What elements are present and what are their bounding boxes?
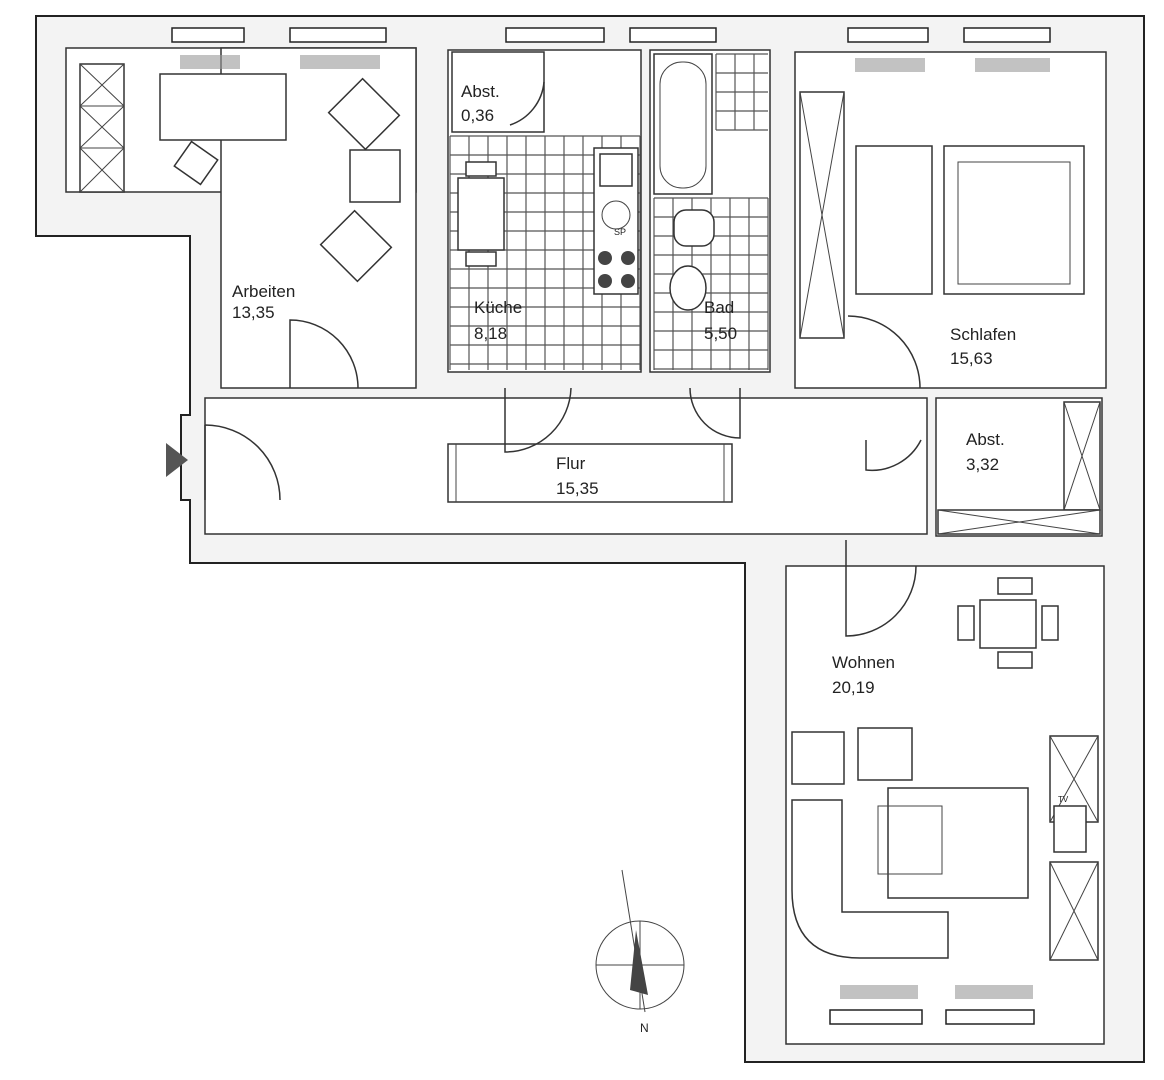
label-kueche-name: Küche <box>474 298 522 317</box>
abst2-furniture <box>937 401 1101 535</box>
flur-rug <box>447 443 733 503</box>
label-wohnen-name: Wohnen <box>832 653 895 672</box>
label-arbeiten-name: Arbeiten <box>232 282 295 301</box>
label-flur-name: Flur <box>556 454 586 473</box>
label-bad-area: 5,50 <box>704 324 737 343</box>
label-wohnen-area: 20,19 <box>832 678 875 697</box>
label-kueche-area: 8,18 <box>474 324 507 343</box>
label-arbeiten-area: 13,35 <box>232 303 275 322</box>
label-abst2-name: Abst. <box>966 430 1005 449</box>
label-bad-name: Bad <box>704 298 734 317</box>
label-schlafen-area: 15,63 <box>950 349 993 368</box>
schlafen-furniture <box>799 91 1085 339</box>
label-abst1-name: Abst. <box>461 82 500 101</box>
wohnen-furniture: TV <box>791 577 1099 961</box>
kitchen-furniture: SP <box>457 147 639 295</box>
windows <box>171 27 1051 1025</box>
room-labels: Arbeiten 13,35 Abst. 0,36 Küche 8,18 Bad… <box>232 82 1016 697</box>
arbeiten-furniture <box>79 63 401 283</box>
north-label: N <box>640 1021 649 1035</box>
entrance-arrow-icon <box>166 443 188 477</box>
label-abst2-area: 3,32 <box>966 455 999 474</box>
label-flur-area: 15,35 <box>556 479 599 498</box>
label-schlafen-name: Schlafen <box>950 325 1016 344</box>
room-abst-1 <box>451 51 545 133</box>
compass-icon: N <box>595 869 685 1035</box>
label-abst1-area: 0,36 <box>461 106 494 125</box>
tv-label: TV <box>1058 795 1069 804</box>
stove-label: SP <box>614 227 626 237</box>
bath-furniture <box>653 53 715 311</box>
kitchen-tiles <box>449 135 641 370</box>
doors <box>204 315 922 637</box>
